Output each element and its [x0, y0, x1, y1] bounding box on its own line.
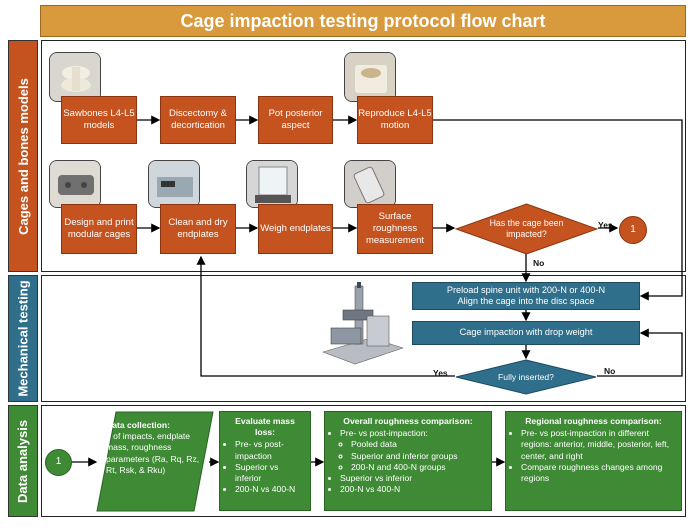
step-preload: Preload spine unit with 200-N or 400-N A…	[412, 282, 640, 310]
section-tab-cages: Cages and bones models	[8, 40, 38, 272]
decision-impacted-yes: Yes	[598, 220, 613, 230]
overall-item: Pre- vs post-impaction: Pooled data Supe…	[340, 428, 485, 473]
regional-item: Compare roughness changes among regions	[521, 462, 675, 484]
step-preload-line1: Preload spine unit with 200-N or 400-N	[446, 284, 606, 295]
step-impaction: Cage impaction with drop weight	[412, 321, 640, 345]
cleaner-photo	[148, 160, 200, 208]
data-collection-title: Data collection:	[106, 420, 170, 430]
step-sawbones-models: Sawbones L4-L5 models	[61, 96, 137, 144]
overall-title: Overall roughness comparison:	[343, 416, 473, 426]
overall-item: Superior vs inferior	[340, 473, 485, 484]
decision-impacted-diamond	[455, 203, 598, 255]
spine-model-photo	[49, 52, 101, 102]
data-collection-parallelogram	[96, 411, 214, 512]
overall-subitem: Superior and inferior groups	[351, 451, 485, 462]
step-surface-roughness: Surface roughness measurement	[357, 204, 433, 254]
regional-roughness-box: Regional roughness comparison: Pre- vs p…	[505, 411, 682, 511]
page-title: Cage impaction testing protocol flow cha…	[40, 5, 686, 37]
profilometer-photo	[344, 160, 396, 208]
step-pot-posterior: Pot posterior aspect	[258, 96, 333, 144]
step-preload-line2: Align the cage into the disc space	[457, 296, 595, 306]
mass-item: Pre- vs post-impaction	[235, 439, 304, 461]
mass-item: Superior vs inferior	[235, 462, 304, 484]
decision-fully-inserted-diamond	[455, 359, 597, 395]
evaluate-mass-loss-box: Evaluate mass loss: Pre- vs post-impacti…	[219, 411, 311, 511]
decision-impacted-text: Has the cage been impacted?	[489, 218, 564, 239]
data-collection-text: Data collection: # of impacts, endplate …	[106, 420, 204, 510]
decision-impacted-no: No	[533, 258, 545, 268]
step-reproduce-motion: Reproduce L4-L5 motion	[357, 96, 433, 144]
test-rig-render	[315, 280, 407, 372]
overall-subitem: 200-N and 400-N groups	[351, 462, 485, 473]
cage-photo	[49, 160, 101, 208]
connector-one-out: 1	[619, 216, 647, 244]
step-clean-endplates: Clean and dry endplates	[160, 204, 236, 254]
step-weigh-endplates: Weigh endplates	[258, 204, 333, 254]
section-tab-mechanical: Mechanical testing	[8, 275, 38, 402]
decision-fully-inserted-yes: Yes	[433, 368, 448, 378]
data-collection-body: # of impacts, endplate mass, roughness p…	[106, 431, 200, 475]
scale-photo	[246, 160, 298, 208]
connector-one-in: 1	[45, 449, 72, 476]
overall-subitem: Pooled data	[351, 439, 485, 450]
mass-item: 200-N vs 400-N	[235, 484, 304, 495]
decision-fully-inserted-text: Fully inserted?	[498, 371, 554, 382]
mass-title: Evaluate mass loss:	[235, 416, 295, 438]
step-design-cages: Design and print modular cages	[61, 204, 137, 254]
section-tab-analysis: Data analysis	[8, 405, 38, 517]
decision-fully-inserted-no: No	[604, 366, 616, 376]
step-discectomy: Discectomy & decortication	[160, 96, 236, 144]
overall-item: 200-N vs 400-N	[340, 484, 485, 495]
overall-item-text: Pre- vs post-impaction:	[340, 428, 428, 439]
potted-model-photo	[344, 52, 396, 102]
regional-item: Pre- vs post-impaction in different regi…	[521, 428, 675, 462]
overall-roughness-box: Overall roughness comparison: Pre- vs po…	[324, 411, 492, 511]
regional-title: Regional roughness comparison:	[525, 416, 662, 426]
